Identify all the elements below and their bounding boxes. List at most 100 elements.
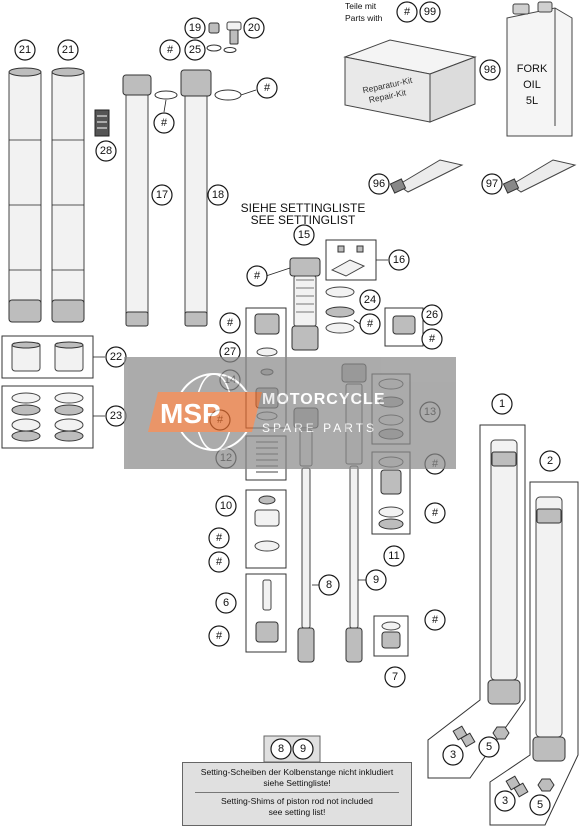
callout-2[interactable]: 2 [539,450,561,472]
inner-tube-17 [122,74,152,327]
svg-text:19: 19 [189,22,201,34]
piston-10 [254,495,280,552]
callout-18[interactable]: 18 [207,184,229,206]
outer-tube-21-left [8,67,42,323]
svg-text:#: # [404,6,411,18]
note-en-line-2: see setting list! [268,807,326,817]
note-ref-9[interactable]: 9 [292,738,314,760]
callout-hash-27-top[interactable]: # [219,312,241,334]
callout-10[interactable]: 10 [215,495,237,517]
fork-oil-label-1: FORK [517,63,548,75]
callout-8[interactable]: 8 [318,574,340,596]
callout-hash-15[interactable]: # [246,265,268,287]
callout-hash-oring-17[interactable]: # [153,112,175,134]
bushing-22-right [54,341,84,372]
callout-28[interactable]: 28 [95,140,117,162]
svg-text:24: 24 [364,294,376,306]
callout-20[interactable]: 20 [243,17,265,39]
callout-25[interactable]: 25 [184,39,206,61]
watermark-logo: MSP [160,398,221,429]
svg-text:8: 8 [278,743,284,755]
callout-hash-24[interactable]: # [359,313,381,335]
callout-16[interactable]: 16 [388,249,410,271]
callout-98[interactable]: 98 [479,59,501,81]
callout-17[interactable]: 17 [151,184,173,206]
callout-hash-oring-18[interactable]: # [256,77,278,99]
callout-hash-6[interactable]: # [208,625,230,647]
svg-text:20: 20 [248,22,260,34]
svg-text:#: # [254,270,261,282]
callout-3b[interactable]: 3 [494,790,516,812]
callout-9[interactable]: 9 [365,569,387,591]
seal-rings-24 [325,286,355,334]
callout-hash-10b[interactable]: # [208,551,230,573]
watermark-line-2: SPARE PARTS [262,421,377,435]
grease-tube-96 [389,159,464,194]
callout-19[interactable]: 19 [184,17,206,39]
parts-with-label-de: Teile mit [345,1,377,11]
svg-text:97: 97 [486,178,498,190]
o-ring-25 [206,44,237,53]
svg-text:18: 18 [212,189,224,201]
callout-11[interactable]: 11 [383,545,405,567]
callout-hash-11b[interactable]: # [424,502,446,524]
svg-text:26: 26 [426,309,438,321]
inner-tube-18 [180,69,212,327]
callout-7[interactable]: 7 [384,666,406,688]
callout-3[interactable]: 3 [442,744,464,766]
callout-hash-7[interactable]: # [424,609,446,631]
svg-text:23: 23 [110,410,122,422]
watermark: MSP MOTORCYCLE SPARE PARTS [124,357,456,469]
callout-21-right[interactable]: 21 [57,39,79,61]
group-10-box [245,489,287,569]
svg-text:2: 2 [547,455,553,467]
svg-text:#: # [216,556,223,568]
callout-1[interactable]: 1 [491,393,513,415]
note-ref-8[interactable]: 8 [270,738,292,760]
callout-5[interactable]: 5 [478,736,500,758]
svg-text:15: 15 [298,229,310,241]
svg-text:11: 11 [388,550,399,562]
callout-96[interactable]: 96 [368,173,390,195]
callout-5b[interactable]: 5 [529,794,551,816]
group-6-box [245,573,287,653]
setting-note-box: Setting-Scheiben der Kolbenstange nicht … [182,762,412,826]
callout-24[interactable]: 24 [359,289,381,311]
bushing-22-left [11,341,41,372]
callout-15[interactable]: 15 [293,224,315,246]
callout-hash-99[interactable]: # [396,1,418,23]
svg-text:21: 21 [19,44,31,56]
callout-23[interactable]: 23 [105,405,127,427]
svg-text:#: # [167,44,174,56]
callout-hash-10a[interactable]: # [208,527,230,549]
callout-hash-26[interactable]: # [421,328,443,350]
callout-6[interactable]: 6 [215,592,237,614]
callout-21-left[interactable]: 21 [14,39,36,61]
seal-set-23-right [54,392,84,442]
svg-text:3: 3 [502,795,508,807]
svg-text:#: # [367,318,374,330]
svg-text:#: # [161,117,168,129]
svg-text:6: 6 [223,597,229,609]
top-cap-26 [392,315,416,335]
callout-22[interactable]: 22 [105,346,127,368]
setting-heading-en: SEE SETTINGLIST [251,213,356,227]
fork-leg-2-box [489,481,579,826]
svg-text:22: 22 [110,351,122,363]
svg-text:99: 99 [424,6,436,18]
bleed-screw-set-16 [330,245,366,277]
callout-hash-25[interactable]: # [159,39,181,61]
plug-19 [208,22,220,34]
decal-sticker-28 [94,109,110,137]
svg-text:#: # [432,614,439,626]
svg-text:#: # [264,82,271,94]
repair-kit-box: Reparatur-Kit Repair-Kit [343,39,477,123]
callout-99[interactable]: 99 [419,1,441,23]
callout-26[interactable]: 26 [421,304,443,326]
callout-97[interactable]: 97 [481,173,503,195]
svg-text:#: # [432,507,439,519]
parts-with-label-en: Parts with [345,13,383,23]
group-26-box [384,307,424,347]
watermark-line-1: MOTORCYCLE [262,391,385,408]
